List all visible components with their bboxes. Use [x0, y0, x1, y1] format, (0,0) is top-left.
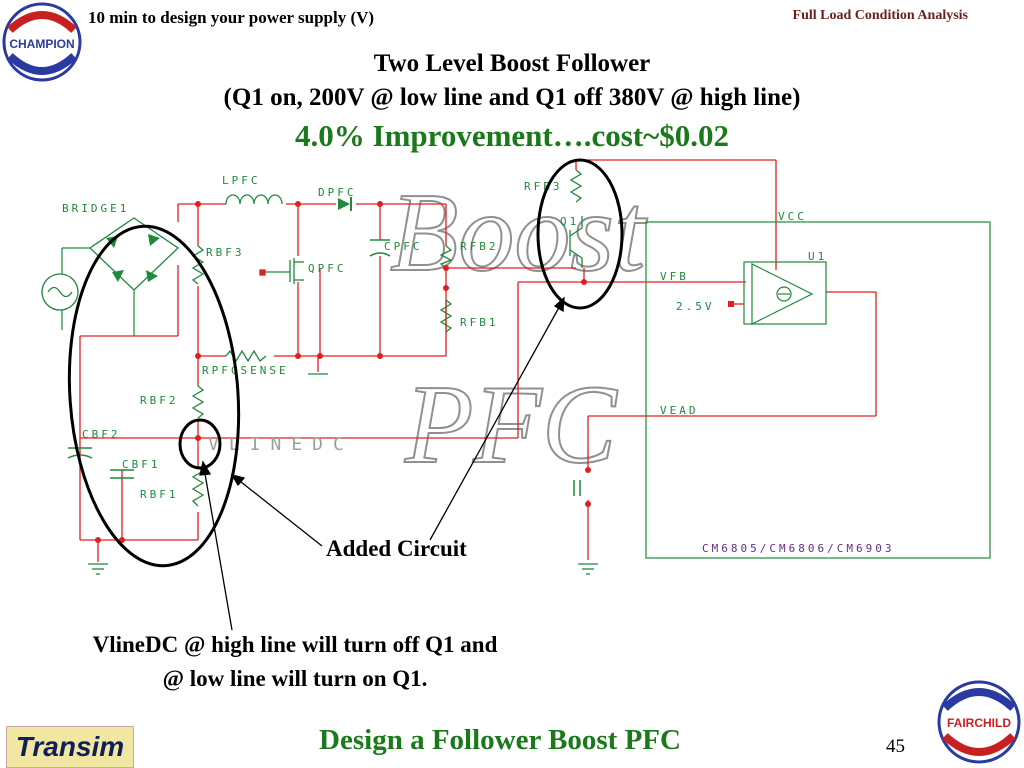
- label-cbf2: CBF2: [82, 428, 121, 441]
- label-controller-chip: CM6805/CM6806/CM6903: [702, 542, 894, 555]
- added-circuit-label: Added Circuit: [326, 536, 467, 561]
- capacitors: [67, 239, 581, 496]
- label-bridge: BRIDGE1: [62, 202, 129, 215]
- header-right-title: Full Load Condition Analysis: [792, 8, 968, 23]
- label-cpfc: CPFC: [384, 240, 423, 253]
- mosfet-qpfc: [259, 258, 304, 284]
- transistor-q1: [569, 216, 583, 268]
- note-line-2: @ low line will turn on Q1.: [162, 666, 428, 691]
- label-rpfcsense: RPFCSENSE: [202, 364, 289, 377]
- label-u1: U1: [808, 250, 827, 263]
- annotation-arrows: [199, 296, 565, 631]
- label-rfb1: RFB1: [460, 316, 499, 329]
- label-vead: VEAD: [660, 404, 699, 417]
- slide-title-line1: Two Level Boost Follower: [373, 50, 651, 77]
- label-q1: Q1: [560, 215, 579, 228]
- page-number: 45: [886, 736, 905, 757]
- slide-title-line2: (Q1 on, 200V @ low line and Q1 off 380V …: [223, 84, 801, 111]
- label-vlinedc: VLINEDC: [208, 434, 354, 455]
- label-vfb: VFB: [660, 270, 689, 283]
- fairchild-logo: FAIRCHILD: [937, 680, 1021, 764]
- label-dpfc: DPFC: [318, 186, 357, 199]
- footer-title: Design a Follower Boost PFC: [319, 724, 681, 756]
- watermark-boost: Boost: [390, 171, 648, 295]
- label-rbf3: RBF3: [206, 246, 245, 259]
- ground-symbols: [88, 373, 598, 575]
- label-rbf1: RBF1: [140, 488, 179, 501]
- annotation-circles: [67, 158, 624, 568]
- junction-dots: [95, 201, 734, 543]
- label-qpfc: QPFC: [308, 262, 347, 275]
- champion-logo: CHAMPION: [2, 2, 82, 82]
- slide-title-improvement: 4.0% Improvement….cost~$0.02: [295, 118, 729, 153]
- watermark-pfc: PFC: [404, 363, 618, 487]
- fairchild-logo-text: FAIRCHILD: [947, 716, 1011, 730]
- label-rbf2: RBF2: [140, 394, 179, 407]
- ac-source: [41, 248, 79, 330]
- label-rfb3: RFB3: [524, 180, 563, 193]
- label-cbf1: CBF1: [122, 458, 161, 471]
- transim-logo: Transim: [6, 726, 134, 768]
- header-left-title: 10 min to design your power supply (V): [88, 8, 375, 27]
- note-line-1: VlineDC @ high line will turn off Q1 and: [92, 632, 498, 657]
- label-lpfc: LPFC: [222, 174, 261, 187]
- diode-dpfc: [338, 197, 352, 211]
- inductor-lpfc: [225, 194, 283, 205]
- champion-logo-text: CHAMPION: [9, 37, 74, 51]
- resistors: [191, 169, 583, 507]
- label-2-5v: 2.5V: [676, 300, 715, 313]
- label-rfb2: RFB2: [460, 240, 499, 253]
- controller-ic: [645, 221, 991, 559]
- label-vcc: VCC: [778, 210, 807, 223]
